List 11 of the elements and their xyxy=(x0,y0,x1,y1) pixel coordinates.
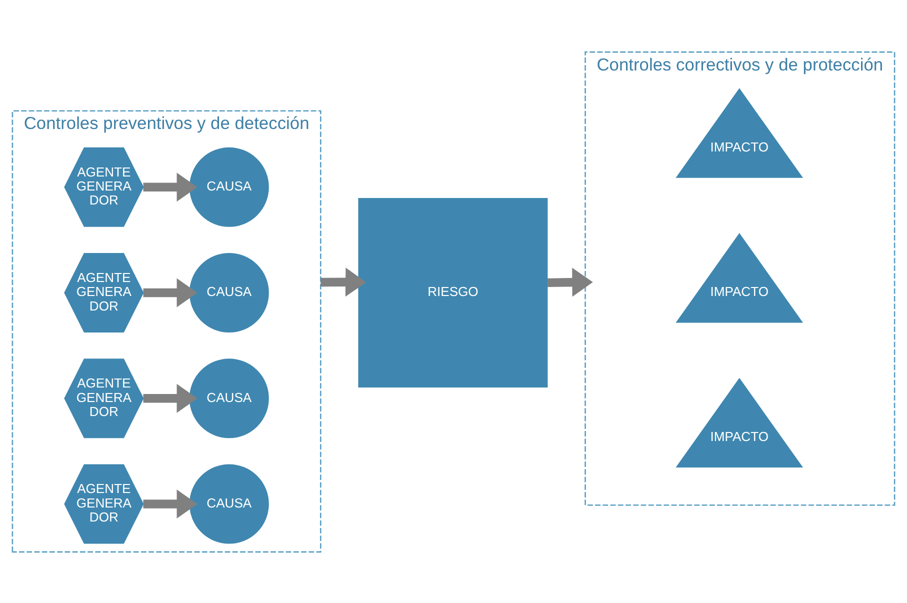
arrow xyxy=(143,278,198,307)
arrow xyxy=(143,172,198,202)
node-circle: CAUSA xyxy=(189,358,269,438)
node-box: RIESGO xyxy=(358,198,548,387)
arrow xyxy=(143,489,198,518)
node-circle: CAUSA xyxy=(189,146,269,226)
node-circle: CAUSA xyxy=(189,252,269,332)
node-circle: CAUSA xyxy=(189,464,269,544)
arrow xyxy=(547,267,593,296)
arrow xyxy=(320,267,366,296)
arrow xyxy=(143,383,198,412)
